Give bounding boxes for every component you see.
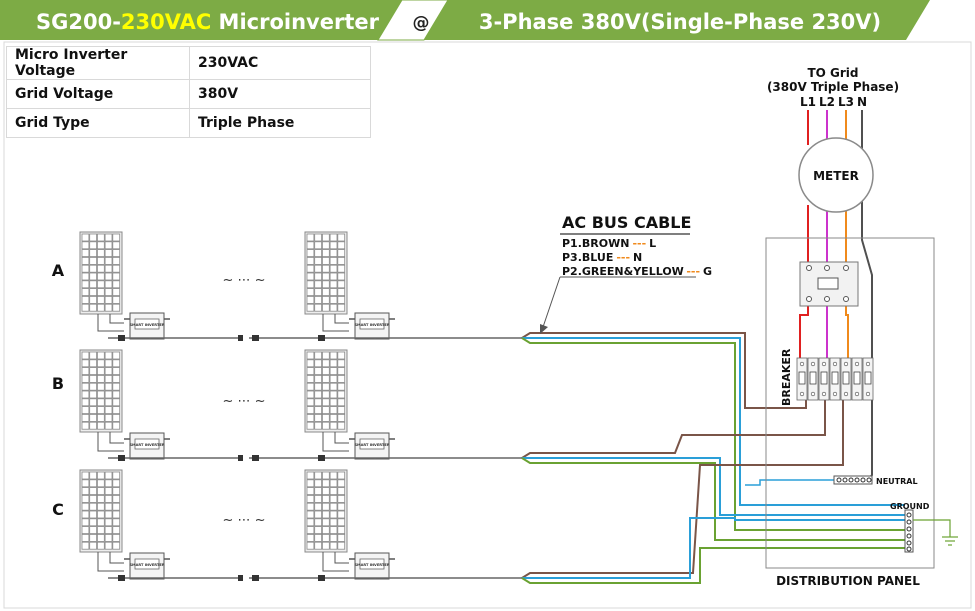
grid-subtitle: (380V Triple Phase) bbox=[767, 80, 899, 94]
phase-label-l3: L3 bbox=[838, 95, 854, 109]
solar-panel-a-1 bbox=[79, 231, 123, 315]
solar-panel-a-2 bbox=[304, 231, 348, 315]
inverter-label: SMART INVERTER bbox=[129, 563, 164, 567]
breaker-block bbox=[796, 357, 874, 401]
panel-label: DISTRIBUTION PANEL bbox=[776, 574, 920, 588]
inverter-label: SMART INVERTER bbox=[354, 443, 389, 447]
grid-title: TO Grid bbox=[807, 66, 858, 80]
spec-value: 230VAC bbox=[189, 46, 371, 80]
microinverter-c-2: SMART INVERTER bbox=[349, 552, 395, 580]
ac-bus-wiring bbox=[521, 332, 905, 584]
cable-line-blue: P3.BLUE---N bbox=[562, 251, 642, 264]
microinverter-b-2: SMART INVERTER bbox=[349, 432, 395, 460]
spec-row-voltage: Micro Inverter Voltage 230VAC bbox=[6, 46, 371, 80]
grid-connection: TO Grid (380V Triple Phase) L1 L2 L3 N M… bbox=[767, 66, 899, 481]
phase-label-n: N bbox=[857, 95, 867, 109]
inverter-label: SMART INVERTER bbox=[129, 323, 164, 327]
spec-value: 380V bbox=[189, 79, 371, 109]
cable-line-green-yellow: P2.GREEN&YELLOW---G bbox=[562, 265, 712, 278]
spec-row-grid-type: Grid Type Triple Phase bbox=[6, 108, 371, 138]
spec-table: Micro Inverter Voltage 230VAC Grid Volta… bbox=[6, 46, 371, 138]
phase-label-l1: L1 bbox=[800, 95, 816, 109]
cable-line-brown: P1.BROWN---L bbox=[562, 237, 656, 250]
inverter-label: SMART INVERTER bbox=[354, 563, 389, 567]
ac-bus-cable-legend: AC BUS CABLE P1.BROWN---L P3.BLUE---N P2… bbox=[540, 213, 712, 334]
row-ellipsis-a: ~ ⋯ ~ bbox=[222, 273, 265, 288]
solar-panel-b-1 bbox=[79, 349, 123, 433]
solar-panel-c-1 bbox=[79, 469, 123, 553]
row-label-b: B bbox=[52, 374, 64, 393]
microinverter-a-1: SMART INVERTER bbox=[124, 312, 170, 340]
row-ellipsis-c: ~ ⋯ ~ bbox=[222, 513, 265, 528]
breaker-label: BREAKER bbox=[780, 348, 793, 406]
neutral-label: NEUTRAL bbox=[876, 477, 918, 486]
ac-bus-cable-title: AC BUS CABLE bbox=[562, 213, 691, 232]
meter-label: METER bbox=[813, 169, 859, 183]
outer-border bbox=[3, 41, 972, 609]
microinverter-b-1: SMART INVERTER bbox=[124, 432, 170, 460]
microinverter-a-2: SMART INVERTER bbox=[349, 312, 395, 340]
row-label-c: C bbox=[52, 500, 64, 519]
meter-circle bbox=[798, 137, 874, 213]
pv-array-group: SMART INVERTER SMART INVERTER SMART INVERT… bbox=[79, 231, 522, 582]
ground-label: GROUND bbox=[890, 502, 930, 511]
spec-value: Triple Phase bbox=[189, 108, 371, 138]
spec-key: Grid Type bbox=[6, 108, 190, 138]
spec-key: Grid Voltage bbox=[6, 79, 190, 109]
inverter-label: SMART INVERTER bbox=[354, 323, 389, 327]
cable-pointer-arrow bbox=[540, 324, 548, 334]
row-ellipsis-b: ~ ⋯ ~ bbox=[222, 394, 265, 409]
row-label-a: A bbox=[52, 261, 65, 280]
solar-panel-b-2 bbox=[304, 349, 348, 433]
at-symbol: @ bbox=[413, 13, 430, 33]
title-banner: SG200-230VAC Microinverter @ 3-Phase 380… bbox=[0, 0, 930, 41]
distribution-panel: BREAKER NEUTRAL GROUND DISTRIBUTION PANE… bbox=[765, 237, 958, 588]
banner-left-title: SG200-230VAC Microinverter bbox=[36, 10, 380, 34]
inverter-label: SMART INVERTER bbox=[129, 443, 164, 447]
banner-right-title: 3-Phase 380V(Single-Phase 230V) bbox=[479, 10, 881, 34]
spec-row-grid-voltage: Grid Voltage 380V bbox=[6, 79, 371, 109]
solar-panel-c-2 bbox=[304, 469, 348, 553]
spec-key: Micro Inverter Voltage bbox=[6, 46, 190, 80]
microinverter-c-1: SMART INVERTER bbox=[124, 552, 170, 580]
phase-label-l2: L2 bbox=[819, 95, 835, 109]
